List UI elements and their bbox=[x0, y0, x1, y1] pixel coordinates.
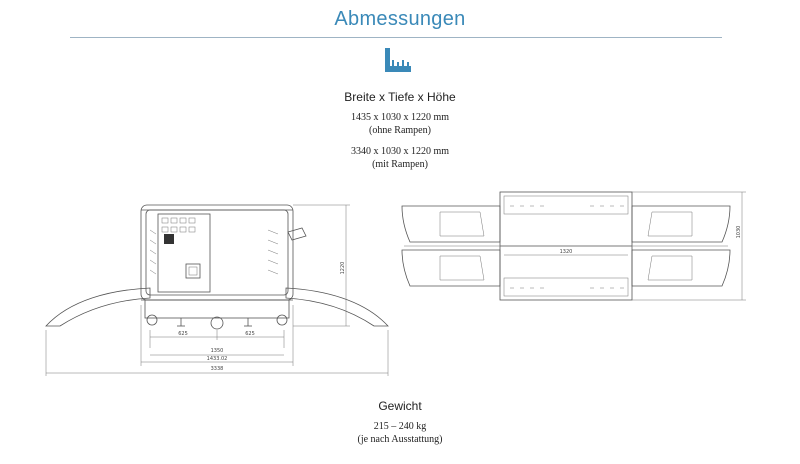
top-inner-label: 1320 bbox=[560, 249, 573, 255]
dimensions-heading: Breite x Tiefe x Höhe bbox=[344, 90, 456, 104]
dimensions-without-ramps-note: (ohne Rampen) bbox=[369, 125, 431, 136]
control-display bbox=[185, 263, 201, 279]
top-depth-label: 1030 bbox=[736, 226, 742, 239]
wheel bbox=[276, 314, 288, 326]
weight-heading: Gewicht bbox=[378, 399, 422, 413]
top-view-drawing: 1320 1030 bbox=[401, 191, 746, 301]
title-divider bbox=[70, 37, 722, 38]
ruler-dimension-icon bbox=[383, 46, 413, 80]
inner-width-label: 1350 bbox=[211, 348, 224, 354]
left-ramp bbox=[45, 287, 151, 327]
dimensions-with-ramps-note: (mit Rampen) bbox=[372, 159, 428, 170]
right-ramp bbox=[285, 287, 389, 327]
total-length-label: 3338 bbox=[211, 366, 224, 372]
control-panel bbox=[157, 213, 211, 293]
wheel bbox=[146, 314, 158, 326]
page-title: Abmessungen bbox=[334, 8, 466, 30]
right-span-label: 625 bbox=[245, 331, 255, 337]
weight-note: (je nach Ausstattung) bbox=[357, 434, 443, 445]
weight-value: 215 – 240 kg bbox=[373, 421, 427, 432]
side-view-drawing: 1220 625 625 1350 1433.02 3338 bbox=[45, 204, 389, 376]
wheel bbox=[210, 316, 224, 330]
dimensions-with-ramps: 3340 x 1030 x 1220 mm bbox=[350, 146, 450, 157]
machine-housing bbox=[140, 204, 294, 301]
body-width-label: 1433.02 bbox=[207, 356, 228, 362]
height-label: 1220 bbox=[340, 262, 346, 275]
left-span-label: 625 bbox=[178, 331, 188, 337]
dimensions-without-ramps: 1435 x 1030 x 1220 mm bbox=[350, 112, 450, 123]
